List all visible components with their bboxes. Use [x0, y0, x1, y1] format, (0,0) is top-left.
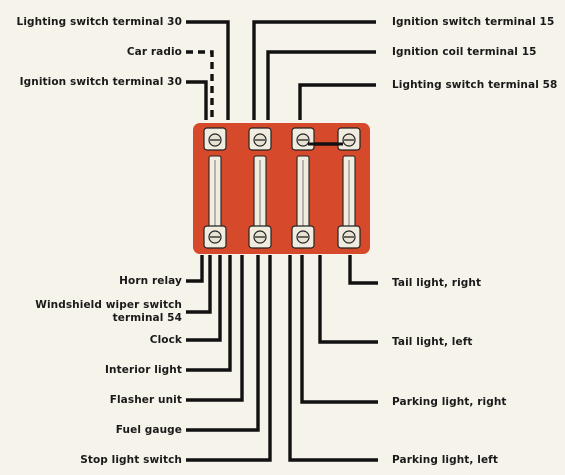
wire-horn-relay [186, 255, 204, 283]
label-interior-light: Interior light [105, 364, 182, 376]
wire-interior-light [186, 255, 232, 372]
wire-fuel-gauge [186, 255, 260, 432]
wire-stop-light-switch [186, 255, 272, 462]
wire-tail-light-left [318, 255, 378, 344]
label-ignition-coil-15: Ignition coil terminal 15 [392, 46, 537, 58]
label-flasher-unit: Flasher unit [109, 394, 182, 406]
wire-windshield-wiper [186, 255, 212, 314]
label-parking-light-right: Parking light, right [392, 396, 507, 408]
wire-lighting-switch-30 [186, 20, 230, 120]
wire-flasher-unit [186, 255, 244, 402]
wire-car-radio [186, 50, 214, 120]
label-ignition-switch-15: Ignition switch terminal 15 [392, 16, 555, 28]
wire-ignition-switch-30 [186, 80, 208, 120]
wire-clock [186, 255, 222, 342]
label-tail-light-right: Tail light, right [392, 277, 482, 289]
label-lighting-switch-30: Lighting switch terminal 30 [16, 16, 182, 28]
wire-ignition-coil-15 [266, 50, 376, 120]
fuse-box [193, 123, 370, 254]
label-parking-light-left: Parking light, left [392, 454, 498, 466]
fuse-2 [248, 127, 272, 249]
wire-ignition-switch-15 [252, 20, 376, 120]
wire-parking-light-right [300, 255, 378, 404]
top-wires [186, 20, 376, 146]
label-tail-light-left: Tail light, left [392, 336, 473, 348]
wire-parking-light-left [288, 255, 378, 462]
fuse-4 [337, 127, 361, 249]
label-lighting-switch-58: Lighting switch terminal 58 [392, 79, 558, 91]
label-fuel-gauge: Fuel gauge [115, 424, 182, 436]
wire-lighting-switch-58 [298, 83, 376, 120]
fuse-1 [203, 127, 227, 249]
bottom-wires [186, 255, 378, 462]
label-horn-relay: Horn relay [119, 275, 182, 287]
label-windshield-wiper-switch: Windshield wiper switch [35, 299, 182, 311]
label-windshield-wiper-terminal: terminal 54 [112, 312, 182, 324]
label-stop-light-switch: Stop light switch [80, 454, 182, 466]
label-clock: Clock [149, 334, 182, 346]
fuses [203, 127, 361, 249]
wire-tail-light-right [348, 255, 378, 285]
label-car-radio: Car radio [126, 46, 182, 58]
label-ignition-switch-30: Ignition switch terminal 30 [19, 76, 182, 88]
